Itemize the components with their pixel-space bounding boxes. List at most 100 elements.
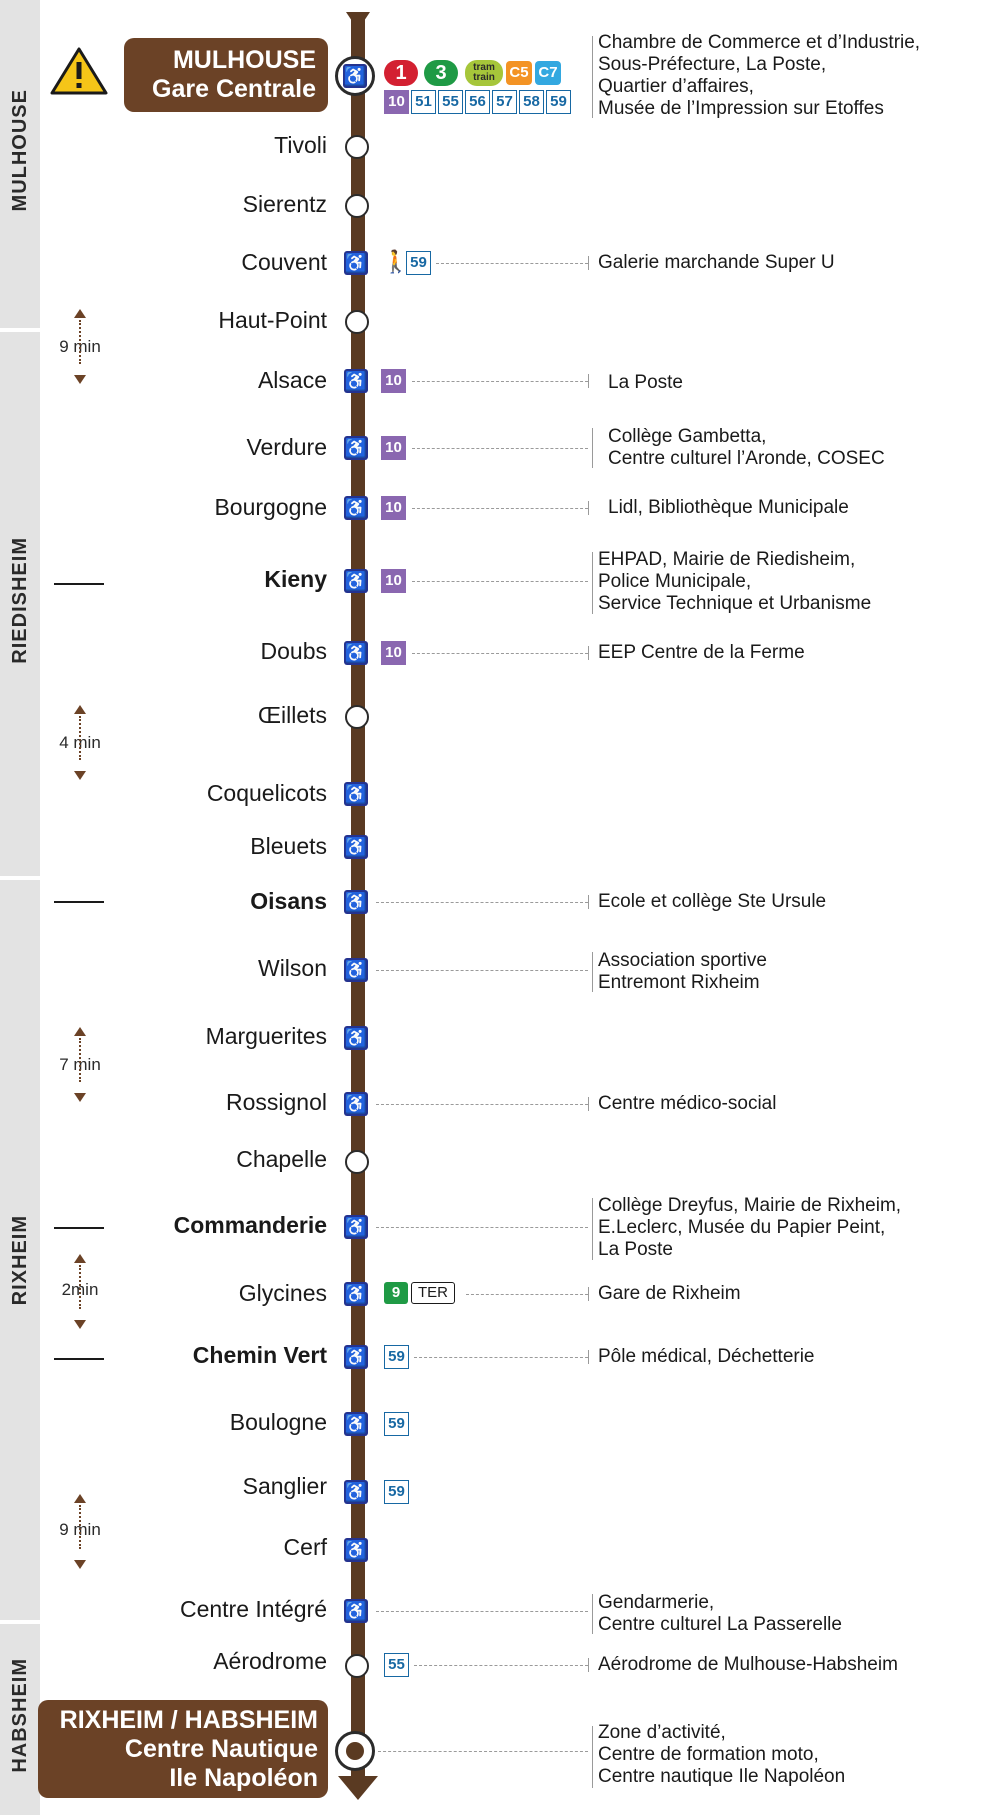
- connector-dash: [412, 448, 588, 449]
- connector-dash: [412, 381, 588, 382]
- tram-line-9-badge[interactable]: 9: [384, 1282, 408, 1304]
- connector-end: [588, 895, 589, 909]
- stop-name-glycines[interactable]: Glycines: [238, 1280, 327, 1306]
- wheelchair-icon: ♿: [344, 251, 368, 275]
- wheelchair-icon: ♿: [344, 436, 368, 460]
- connector-end: [588, 646, 589, 660]
- duration-arrow-up: [74, 705, 86, 714]
- connector-end: [588, 1350, 589, 1364]
- bus-line-58-badge[interactable]: 58: [519, 90, 544, 114]
- duration-arrow-up: [74, 1494, 86, 1503]
- tram-line-3-badge[interactable]: 3: [424, 60, 458, 86]
- bus-line-56-badge[interactable]: 56: [465, 90, 490, 114]
- bus-line-59-badge[interactable]: 59: [384, 1480, 409, 1504]
- connector-dash: [378, 1751, 588, 1752]
- stop-name-cerf[interactable]: Cerf: [283, 1534, 327, 1560]
- wheelchair-icon: ♿: [343, 64, 367, 88]
- terminus-start-city: MULHOUSE: [172, 46, 316, 74]
- zone-boundary-tick: [54, 1358, 104, 1360]
- stop-name-boulogne[interactable]: Boulogne: [229, 1409, 327, 1435]
- poi-kieny: EHPAD, Mairie de Riedisheim,Police Munic…: [598, 549, 872, 614]
- wheelchair-icon: ♿: [344, 958, 368, 982]
- zone-label-riedisheim: RIEDISHEIM: [8, 536, 31, 664]
- chrono-c7-badge[interactable]: C7: [535, 61, 561, 85]
- bus-line-10-badge[interactable]: 10: [381, 369, 406, 393]
- bus-line-57-badge[interactable]: 57: [492, 90, 517, 114]
- bus-line-59-badge[interactable]: 59: [384, 1412, 409, 1436]
- stop-name-chemin-vert[interactable]: Chemin Vert: [192, 1342, 327, 1368]
- bus-line-55-badge[interactable]: 55: [438, 90, 463, 114]
- connector-end: [588, 501, 589, 515]
- terminus-end-station-2: Ile Napoléon: [169, 1764, 318, 1792]
- terminus-end[interactable]: RIXHEIM / HABSHEIM Centre Nautique Ile N…: [38, 1700, 328, 1798]
- duration-dash: [79, 320, 81, 364]
- bus-line-59-badge[interactable]: 59: [546, 90, 571, 114]
- wheelchair-icon: ♿: [344, 641, 368, 665]
- terminus-start[interactable]: MULHOUSE Gare Centrale: [124, 38, 328, 112]
- stop-marker-chapelle: [345, 1150, 369, 1174]
- stop-name-doubs[interactable]: Doubs: [260, 638, 327, 664]
- stop-name-rossignol[interactable]: Rossignol: [226, 1089, 327, 1115]
- duration-arrow-up: [74, 1254, 86, 1263]
- connector-end: [588, 1287, 589, 1301]
- stop-name-centre-integre[interactable]: Centre Intégré: [179, 1596, 327, 1622]
- bus-line-10-badge[interactable]: 10: [381, 641, 406, 665]
- stop-marker-oeillets: [345, 705, 369, 729]
- wheelchair-icon: ♿: [344, 1282, 368, 1306]
- stop-name-oeillets[interactable]: Œillets: [257, 702, 327, 728]
- connector-dash: [412, 508, 588, 509]
- stop-name-haut-point[interactable]: Haut-Point: [218, 307, 327, 333]
- stop-name-oisans[interactable]: Oisans: [250, 888, 327, 914]
- poi-verdure: Collège Gambetta,Centre culturel l’Arond…: [608, 426, 885, 469]
- stop-name-couvent[interactable]: Couvent: [241, 249, 327, 275]
- connector-end: [588, 374, 589, 388]
- wheelchair-icon: ♿: [344, 496, 368, 520]
- connector-dash: [414, 1357, 588, 1358]
- stop-name-chapelle[interactable]: Chapelle: [236, 1146, 327, 1172]
- stop-name-kieny[interactable]: Kieny: [264, 566, 327, 592]
- stop-name-wilson[interactable]: Wilson: [257, 955, 327, 981]
- ter-train-badge[interactable]: TER: [411, 1282, 455, 1304]
- poi-bourgogne: Lidl, Bibliothèque Municipale: [608, 497, 849, 518]
- wheelchair-icon: ♿: [344, 1599, 368, 1623]
- bus-line-51-badge[interactable]: 51: [411, 90, 436, 114]
- stop-name-tivoli[interactable]: Tivoli: [274, 132, 327, 158]
- connector-dash: [376, 902, 588, 903]
- stop-name-bleuets[interactable]: Bleuets: [250, 833, 327, 859]
- stop-name-bourgogne[interactable]: Bourgogne: [214, 494, 327, 520]
- stop-name-verdure[interactable]: Verdure: [246, 434, 327, 460]
- wheelchair-icon: ♿: [344, 1345, 368, 1369]
- tram-line-1-badge[interactable]: 1: [384, 60, 418, 86]
- poi-bracket: [592, 1594, 593, 1634]
- bus-line-10-badge[interactable]: 10: [381, 436, 406, 460]
- bus-line-59-badge[interactable]: 59: [384, 1345, 409, 1369]
- bus-line-10-badge[interactable]: 10: [381, 569, 406, 593]
- route-start-arrow: [346, 12, 370, 30]
- stop-name-commanderie[interactable]: Commanderie: [173, 1212, 327, 1238]
- stop-name-marguerites[interactable]: Marguerites: [205, 1023, 327, 1049]
- poi-oisans: Ecole et collège Ste Ursule: [598, 891, 827, 912]
- poi-bracket: [592, 1726, 593, 1788]
- wheelchair-icon: ♿: [344, 1092, 368, 1116]
- zone-band-mulhouse: [0, 0, 40, 328]
- connector-dash: [376, 970, 588, 971]
- poi-terminus: Zone d’activité,Centre de formation moto…: [598, 1722, 846, 1787]
- poi-bracket: [592, 1198, 593, 1260]
- bus-line-10-badge[interactable]: 10: [384, 90, 409, 114]
- chrono-c5-badge[interactable]: C5: [506, 61, 532, 85]
- stop-name-sanglier[interactable]: Sanglier: [242, 1473, 327, 1499]
- stop-name-coquelicots[interactable]: Coquelicots: [206, 780, 327, 806]
- stop-name-aerodrome[interactable]: Aérodrome: [213, 1648, 327, 1674]
- stop-name-sierentz[interactable]: Sierentz: [242, 191, 327, 217]
- connector-dash: [412, 653, 588, 654]
- stop-marker-aerodrome: [345, 1654, 369, 1678]
- duration-dash: [79, 1038, 81, 1082]
- duration-arrow-down: [74, 1320, 86, 1329]
- stop-name-alsace[interactable]: Alsace: [257, 367, 327, 393]
- bus-line-10-badge[interactable]: 10: [381, 496, 406, 520]
- bus-line-59-badge[interactable]: 59: [406, 251, 431, 275]
- poi-aerodrome: Aérodrome de Mulhouse-Habsheim: [598, 1654, 898, 1675]
- bus-line-55-badge[interactable]: 55: [384, 1653, 409, 1677]
- duration-arrow-down: [74, 771, 86, 780]
